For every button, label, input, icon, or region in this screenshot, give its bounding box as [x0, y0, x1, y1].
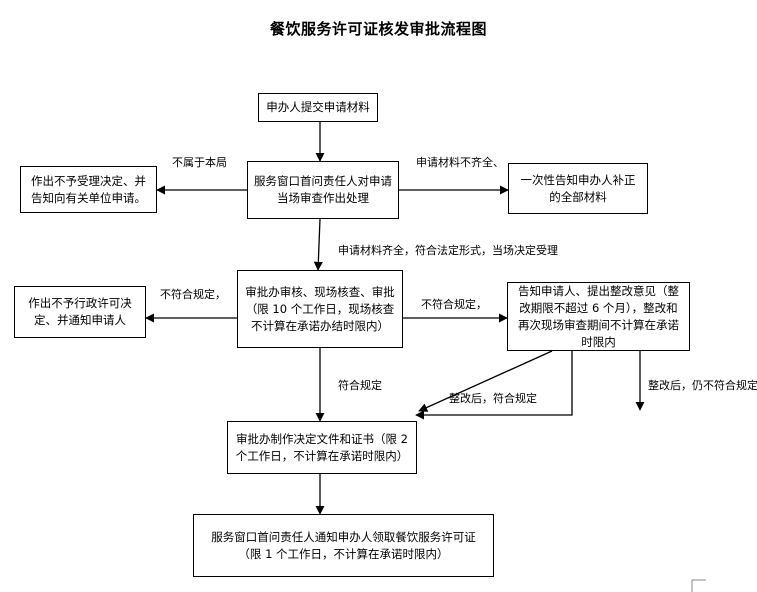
- label-not-compliant-right: 不符合规定，: [421, 298, 487, 311]
- edge-rectify-loop: [415, 351, 573, 420]
- node-submit: 申办人提交申请材料: [258, 93, 378, 122]
- node-notify-collect: 服务窗口首问责任人通知申办人领取餐饮服务许可证（限 1 个工作日，不计算在承诺时…: [193, 514, 494, 577]
- node-make-certificate: 审批办制作决定文件和证书（限 2 个工作日，不计算在承诺时限内）: [227, 421, 417, 474]
- label-compliant: 符合规定: [338, 379, 382, 392]
- label-after-rectify-ok: 整改后，符合规定: [449, 392, 537, 405]
- edge-window-to-approve: [313, 218, 323, 271]
- diagram-title: 餐饮服务许可证核发审批流程图: [269, 20, 487, 38]
- node-window-review: 服务窗口首问责任人对申请当场审查作出处理: [247, 161, 399, 219]
- node-reject-admin: 作出不予行政许可决定、并通知申请人: [14, 286, 146, 338]
- label-after-rectify-fail: 整改后，仍不符合规定: [648, 379, 757, 392]
- edge-rectify-diagonal: [418, 350, 553, 412]
- node-notify-supplement: 一次性告知申办人补正的全部材料: [508, 163, 648, 214]
- node-approve-review: 审批办审核、现场核查、审批（限 10 个工作日，现场核查不计算在承诺办结时限内）: [237, 270, 403, 348]
- node-rectify-notice: 告知申请人、提出整改意见（整改期限不超过 6 个月），整改和再次现场审查期间不计…: [507, 282, 690, 351]
- label-not-in-scope: 不属于本局: [172, 156, 227, 169]
- page-corner-mark: [691, 579, 706, 592]
- label-not-compliant-left: 不符合规定，: [160, 288, 226, 301]
- label-materials-incomplete: 申请材料不齐全、: [416, 156, 504, 169]
- label-materials-complete: 申请材料齐全，符合法定形式，当场决定受理: [338, 244, 558, 257]
- node-reject-unaccepted: 作出不予受理决定、并告知向有关单位申请。: [20, 166, 157, 213]
